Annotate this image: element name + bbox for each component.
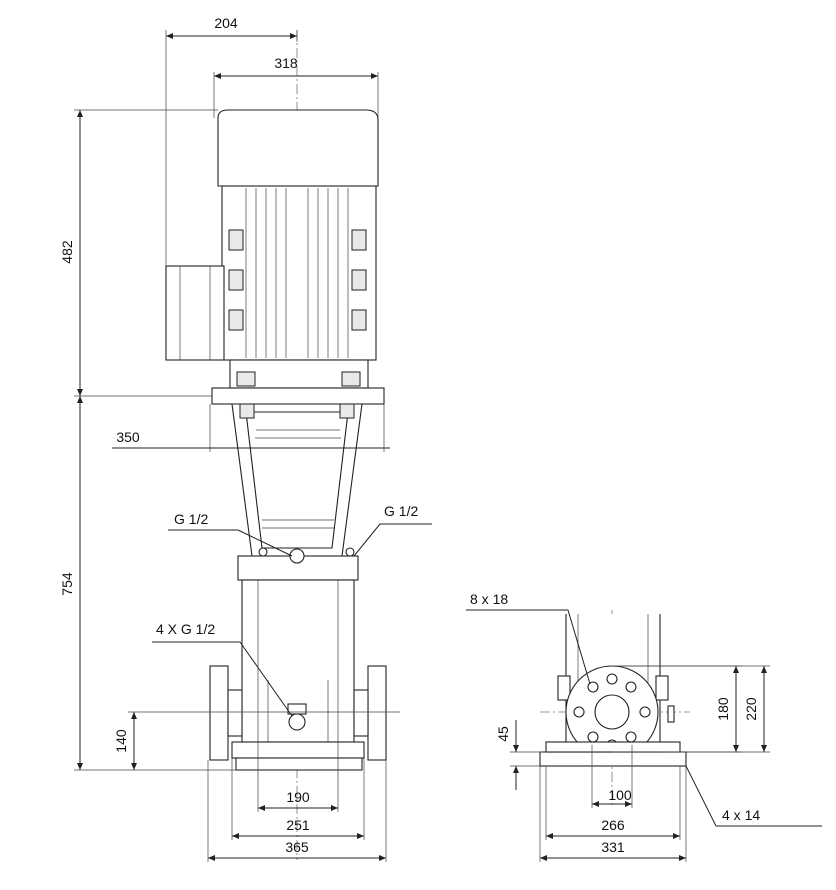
callout-drain-ports: 4 X G 1/2: [156, 621, 215, 637]
side-dimensions: 180 220 45 100 266 331 8 x 18 4 x 1: [466, 591, 822, 862]
callout-vent-right: G 1/2: [384, 503, 418, 519]
terminal-box: [165, 265, 225, 361]
dim-motor-width: 318: [274, 55, 298, 71]
pump-base-foot: [235, 757, 363, 771]
vent-screw: [289, 548, 305, 564]
callout-vent-left: G 1/2: [174, 511, 208, 527]
dim-side-base-outer: 331: [601, 839, 625, 855]
dim-side-base-inner: 266: [601, 817, 625, 833]
dim-flange-diameter: 220: [743, 697, 759, 721]
dim-base-mid: 251: [286, 817, 310, 833]
inlet-flange: [209, 665, 229, 761]
dim-bolt-circle: 180: [715, 697, 731, 721]
dim-top-offset: 204: [214, 15, 238, 31]
dim-foot-thickness: 45: [495, 726, 511, 742]
outlet-flange: [367, 665, 387, 761]
callout-foot-holes: 4 x 14: [722, 807, 760, 823]
motor-cap: [217, 109, 379, 187]
pump-base: [231, 741, 365, 759]
side-base: [539, 751, 687, 767]
dim-flange-pitch: 100: [608, 787, 632, 803]
motor-stool-window: [245, 411, 349, 549]
dim-pump-height: 754: [59, 572, 75, 596]
dim-port-height: 140: [113, 729, 129, 753]
flange-bore: [594, 694, 630, 730]
dim-motor-height: 482: [59, 240, 75, 264]
front-view: [165, 30, 387, 860]
motor-fins: [228, 188, 367, 358]
motor-stool-plate: [211, 387, 385, 405]
dim-base-inner: 190: [286, 789, 310, 805]
side-view: [539, 610, 690, 808]
dim-bracket-width: 350: [116, 429, 140, 445]
motor-body: [221, 185, 377, 361]
callout-flange-holes: 8 x 18: [470, 591, 508, 607]
dim-base-outer: 365: [285, 839, 309, 855]
front-dimensions: 204 318 482 350 754 140 190 251: [59, 15, 432, 862]
drain-plug: [288, 713, 306, 731]
